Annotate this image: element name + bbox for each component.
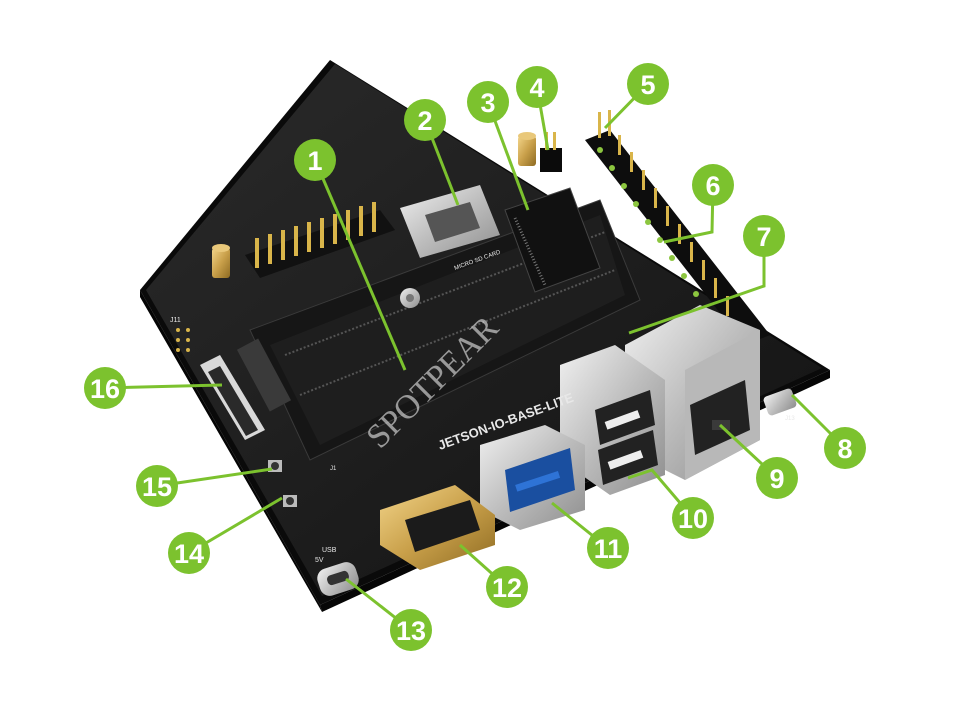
push-buttons: [268, 460, 297, 507]
svg-text:16: 16: [90, 374, 120, 404]
callout-16: 16: [84, 367, 126, 409]
m2-slot: [504, 187, 601, 293]
j11-label: J11: [170, 317, 181, 324]
svg-text:7: 7: [756, 222, 771, 252]
usb3-port: [480, 425, 585, 530]
micro-usb-port: [763, 388, 797, 416]
svg-text:4: 4: [529, 73, 544, 103]
microsd-slot: MICRO SD CARD: [400, 185, 502, 272]
callout-3: 3: [467, 81, 509, 123]
callout-15: 15: [136, 465, 178, 507]
callout-13: 13: [390, 609, 432, 651]
callout-7: 7: [743, 215, 785, 257]
callout-6: 6: [692, 164, 734, 206]
svg-text:6: 6: [705, 171, 720, 201]
callout-1: 1: [294, 139, 336, 181]
callout-8: 8: [824, 427, 866, 469]
svg-text:15: 15: [142, 472, 172, 502]
callout-10: 10: [672, 497, 714, 539]
callout-11: 11: [587, 527, 629, 569]
j1-label: J1: [330, 466, 337, 472]
svg-text:11: 11: [594, 534, 623, 564]
fan-header: [540, 132, 562, 172]
callout-4: 4: [516, 66, 558, 108]
usb-c-port: USB 5V: [315, 547, 359, 596]
callout-5: 5: [627, 63, 669, 105]
svg-text:13: 13: [396, 616, 426, 646]
camera-connector: J11: [170, 317, 265, 440]
callout-2: 2: [404, 99, 446, 141]
svg-text:9: 9: [769, 464, 784, 494]
callout-12: 12: [486, 566, 528, 608]
svg-text:12: 12: [492, 573, 522, 603]
j13-label: J13: [785, 416, 795, 422]
svg-text:1: 1: [307, 146, 322, 176]
5v-label: 5V: [315, 557, 324, 564]
svg-text:3: 3: [480, 88, 495, 118]
svg-text:14: 14: [174, 539, 204, 569]
ethernet-port: [625, 305, 760, 480]
brass-standoff: [212, 132, 536, 308]
usb-a-stack: [560, 345, 665, 495]
usb-label: USB: [322, 547, 337, 554]
svg-text:5: 5: [640, 70, 655, 100]
svg-text:2: 2: [417, 106, 432, 136]
pin-header-top: [245, 202, 395, 278]
svg-text:10: 10: [678, 504, 708, 534]
svg-text:8: 8: [837, 434, 852, 464]
callout-14: 14: [168, 532, 210, 574]
callout-9: 9: [756, 457, 798, 499]
